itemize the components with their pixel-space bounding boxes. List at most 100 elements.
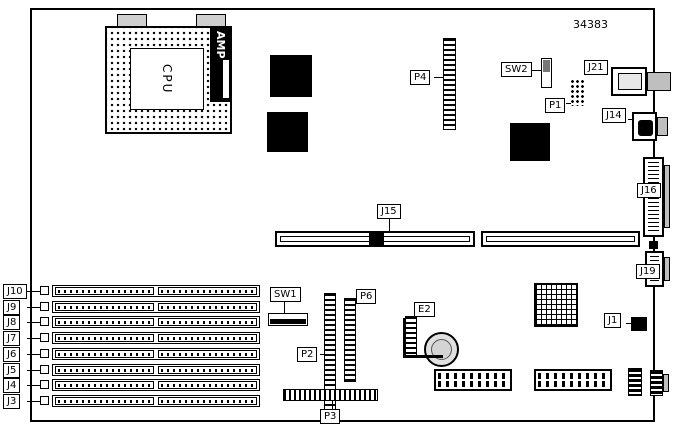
memory-slot-label: J5 xyxy=(3,363,21,378)
memory-slot-row: J3 xyxy=(0,394,681,409)
slot-segment xyxy=(55,397,154,405)
j21-plug xyxy=(647,72,671,91)
leader-line xyxy=(284,302,285,313)
slot-segment xyxy=(158,334,257,342)
pin-header-block xyxy=(434,369,512,391)
slot-segment xyxy=(55,366,154,374)
callout-p3: P3 xyxy=(320,409,341,424)
trace-bracket xyxy=(403,318,406,358)
pin-row xyxy=(438,381,508,387)
leader-line xyxy=(27,322,40,323)
slot-segment xyxy=(158,350,257,358)
slot-segment xyxy=(55,303,154,311)
simm-slot xyxy=(52,364,260,376)
trace-bracket xyxy=(403,355,443,358)
callout-sw1: SW1 xyxy=(270,287,301,302)
leader-line xyxy=(27,401,40,402)
memory-slot-row: J9 xyxy=(0,300,681,315)
sw1-body xyxy=(270,319,306,324)
pin-row xyxy=(438,373,508,379)
memory-slot-label: J10 xyxy=(3,284,27,299)
leader-line xyxy=(389,219,390,231)
slot-key xyxy=(369,233,384,245)
callout-p6: P6 xyxy=(356,289,377,304)
simm-slot xyxy=(52,348,260,360)
leader-line xyxy=(27,338,40,339)
simm-slot xyxy=(52,332,260,344)
leader-line xyxy=(434,77,443,78)
callout-sw2: SW2 xyxy=(501,62,532,77)
slot-segment xyxy=(158,287,257,295)
amp-label: AMP xyxy=(214,31,227,59)
slot-end-pad xyxy=(40,365,49,374)
leader-line xyxy=(27,291,40,292)
slot-end-pad xyxy=(40,380,49,389)
leader-line xyxy=(628,119,633,120)
callout-p1: P1 xyxy=(545,98,566,113)
memory-slot-row: J6 xyxy=(0,347,681,362)
leader-line xyxy=(626,323,631,324)
p6-header xyxy=(344,298,356,382)
p4-header xyxy=(443,38,456,130)
j21-connector xyxy=(611,67,647,96)
plcc-chip xyxy=(534,283,578,327)
slot-end-pad xyxy=(40,333,49,342)
amp-notch xyxy=(223,60,229,98)
chip xyxy=(267,112,308,152)
simm-slot xyxy=(52,316,260,328)
j19-shell-tab xyxy=(664,257,670,281)
j14-connector xyxy=(632,112,657,141)
memory-slot-row: J5 xyxy=(0,363,681,378)
p3-header xyxy=(283,389,378,401)
slot-inner xyxy=(486,236,635,242)
sw2-body xyxy=(543,60,550,72)
chip xyxy=(270,55,312,97)
callout-e2: E2 xyxy=(414,302,435,317)
slot-end-pad xyxy=(40,286,49,295)
callout-j14: J14 xyxy=(602,108,626,123)
slot-end-pad xyxy=(40,317,49,326)
cpu-die: CPU xyxy=(130,48,204,110)
amp-connector: AMP xyxy=(210,27,230,102)
slot-segment xyxy=(158,303,257,311)
simm-slot xyxy=(52,395,260,407)
slot-segment xyxy=(55,287,154,295)
pin-row xyxy=(538,373,608,379)
slot-segment xyxy=(55,350,154,358)
pin-row xyxy=(538,381,608,387)
expansion-slot xyxy=(275,231,475,247)
callout-j15: J15 xyxy=(377,204,401,219)
memory-slot-row: J4 xyxy=(0,378,681,393)
callout-j21: J21 xyxy=(584,60,608,75)
edge-connector xyxy=(650,370,663,396)
j21-inner xyxy=(618,73,642,90)
slot-segment xyxy=(55,334,154,342)
sw1-switch xyxy=(268,313,308,326)
memory-slot-row: J10 xyxy=(0,284,681,299)
leader-line xyxy=(332,401,333,409)
simm-slot xyxy=(52,301,260,313)
pin-header-block xyxy=(534,369,612,391)
cpu-label: CPU xyxy=(160,63,174,95)
sw2-switch xyxy=(541,58,552,88)
leader-line xyxy=(320,354,324,355)
memory-slot-label: J4 xyxy=(3,378,21,393)
p1-header-pins xyxy=(570,79,586,106)
memory-slot-label: J3 xyxy=(3,394,21,409)
slot-end-pad xyxy=(40,349,49,358)
edge-connector xyxy=(628,368,642,396)
chip xyxy=(510,123,550,161)
callout-p4: P4 xyxy=(410,70,431,85)
battery xyxy=(424,332,459,367)
memory-slot-label: J7 xyxy=(3,331,21,346)
callout-j1: J1 xyxy=(604,313,622,328)
leader-line xyxy=(27,354,40,355)
leader-line xyxy=(27,370,40,371)
slot-segment xyxy=(158,318,257,326)
j14-plug xyxy=(657,117,668,136)
memory-slot-label: J6 xyxy=(3,347,21,362)
leader-line xyxy=(27,385,40,386)
slot-segment xyxy=(158,381,257,389)
memory-slot-row: J8 xyxy=(0,315,681,330)
edge-connector-tab xyxy=(663,374,669,392)
